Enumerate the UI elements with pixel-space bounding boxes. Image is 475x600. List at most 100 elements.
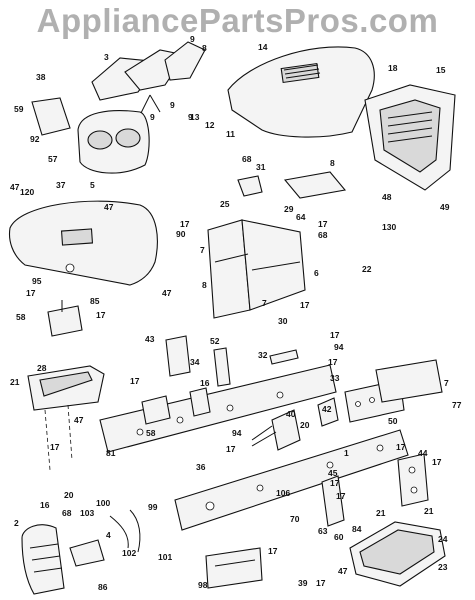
part-callout-17o: 17 — [268, 546, 278, 556]
part-callout-3: 3 — [104, 52, 109, 62]
front-bracket — [47, 300, 83, 337]
part-callout-63: 63 — [318, 526, 328, 536]
part-callout-68b: 68 — [318, 230, 328, 240]
part-callout-24: 24 — [438, 534, 448, 544]
part-callout-102: 102 — [122, 548, 136, 558]
part-callout-9d: 9 — [188, 112, 193, 122]
part-callout-98: 98 — [198, 580, 208, 590]
part-callout-17c: 17 — [26, 288, 36, 298]
part-callout-7c: 7 — [444, 378, 449, 388]
part-callout-58b: 58 — [146, 428, 156, 438]
part-callout-12: 12 — [205, 120, 215, 130]
part-callout-47d: 47 — [74, 415, 84, 425]
part-callout-17j: 17 — [50, 442, 60, 452]
part-callout-43: 43 — [145, 334, 155, 344]
part-callout-106: 106 — [276, 488, 290, 498]
part-callout-94a: 94 — [334, 342, 344, 352]
part-callout-100: 100 — [96, 498, 110, 508]
part-callout-81: 81 — [106, 448, 116, 458]
part-callout-20b: 20 — [64, 490, 74, 500]
part-callout-17a: 17 — [180, 219, 190, 229]
watermark-text: AppliancePartsPros.com — [36, 2, 439, 39]
right-footrest — [349, 521, 446, 587]
part-callout-120: 120 — [20, 187, 34, 197]
part-callout-6: 6 — [314, 268, 319, 278]
dash-panel — [8, 200, 158, 286]
part-callout-45: 45 — [328, 468, 338, 478]
part-callout-15: 15 — [436, 65, 446, 75]
mid-brackets — [141, 335, 299, 425]
part-callout-50: 50 — [388, 416, 398, 426]
part-callout-95: 95 — [32, 276, 42, 286]
frame-left-rail — [99, 364, 337, 453]
part-callout-21c: 21 — [424, 506, 434, 516]
part-callout-8a: 8 — [202, 43, 207, 53]
part-callout-47b: 47 — [104, 202, 114, 212]
part-callout-17p: 17 — [316, 578, 326, 588]
part-callout-17n: 17 — [336, 491, 346, 501]
part-callout-9c: 9 — [170, 100, 175, 110]
lower-bracket — [205, 547, 263, 589]
part-callout-14: 14 — [258, 42, 268, 52]
part-callout-30: 30 — [278, 316, 288, 326]
part-callout-40: 40 — [286, 409, 296, 419]
part-callout-64: 64 — [296, 212, 306, 222]
part-callout-84: 84 — [352, 524, 362, 534]
part-callout-17e: 17 — [300, 300, 310, 310]
hood-side-panels — [91, 41, 206, 116]
part-callout-9b: 9 — [150, 112, 155, 122]
part-callout-4: 4 — [106, 530, 111, 540]
part-callout-47c: 47 — [162, 288, 172, 298]
part-callout-8c: 8 — [202, 280, 207, 290]
part-callout-8b: 8 — [330, 158, 335, 168]
part-callout-17h: 17 — [130, 376, 140, 386]
part-callout-34: 34 — [190, 357, 200, 367]
part-callout-17d: 17 — [96, 310, 106, 320]
part-callout-86: 86 — [98, 582, 108, 592]
part-callout-21a: 21 — [10, 377, 20, 387]
part-callout-68c: 68 — [62, 508, 72, 518]
part-callout-58: 58 — [16, 312, 26, 322]
part-callout-20a: 20 — [300, 420, 310, 430]
part-callout-90: 90 — [176, 229, 186, 239]
part-callout-33: 33 — [330, 373, 340, 383]
part-callout-28: 28 — [37, 363, 47, 373]
frame-right-rail — [174, 429, 409, 531]
part-callout-130: 130 — [382, 222, 396, 232]
part-callout-16: 16 — [200, 378, 210, 388]
part-callout-9a: 9 — [190, 34, 195, 44]
front-bumper — [27, 365, 105, 471]
part-callout-99: 99 — [148, 502, 158, 512]
part-callout-2: 2 — [14, 518, 19, 528]
part-callout-36: 36 — [196, 462, 206, 472]
headlight-shroud — [77, 110, 150, 174]
part-callout-5: 5 — [90, 180, 95, 190]
seat-support — [207, 219, 306, 319]
part-callout-70: 70 — [290, 514, 300, 524]
part-callout-103: 103 — [80, 508, 94, 518]
part-callout-49: 49 — [440, 202, 450, 212]
linkage-parts — [251, 397, 339, 451]
part-callout-11: 11 — [226, 129, 235, 139]
part-callout-38: 38 — [36, 72, 46, 82]
part-callout-39: 39 — [298, 578, 308, 588]
part-callout-17m: 17 — [330, 478, 340, 488]
part-callout-17b: 17 — [318, 219, 328, 229]
part-callout-7b: 7 — [262, 298, 267, 308]
part-callout-17i: 17 — [226, 444, 236, 454]
part-callout-92: 92 — [30, 134, 40, 144]
part-callout-23: 23 — [438, 562, 448, 572]
part-callout-85: 85 — [90, 296, 100, 306]
part-callout-47e: 47 — [338, 566, 348, 576]
part-callout-59: 59 — [14, 104, 24, 114]
part-callout-32: 32 — [258, 350, 268, 360]
hood-top — [227, 46, 375, 138]
part-callout-21b: 21 — [376, 508, 386, 518]
part-callout-17k: 17 — [396, 442, 406, 452]
part-callout-77: 77 — [452, 400, 462, 410]
small-hardware — [109, 509, 141, 553]
part-callout-60: 60 — [334, 532, 344, 542]
upper-brackets — [237, 171, 347, 199]
part-callout-48: 48 — [382, 192, 392, 202]
